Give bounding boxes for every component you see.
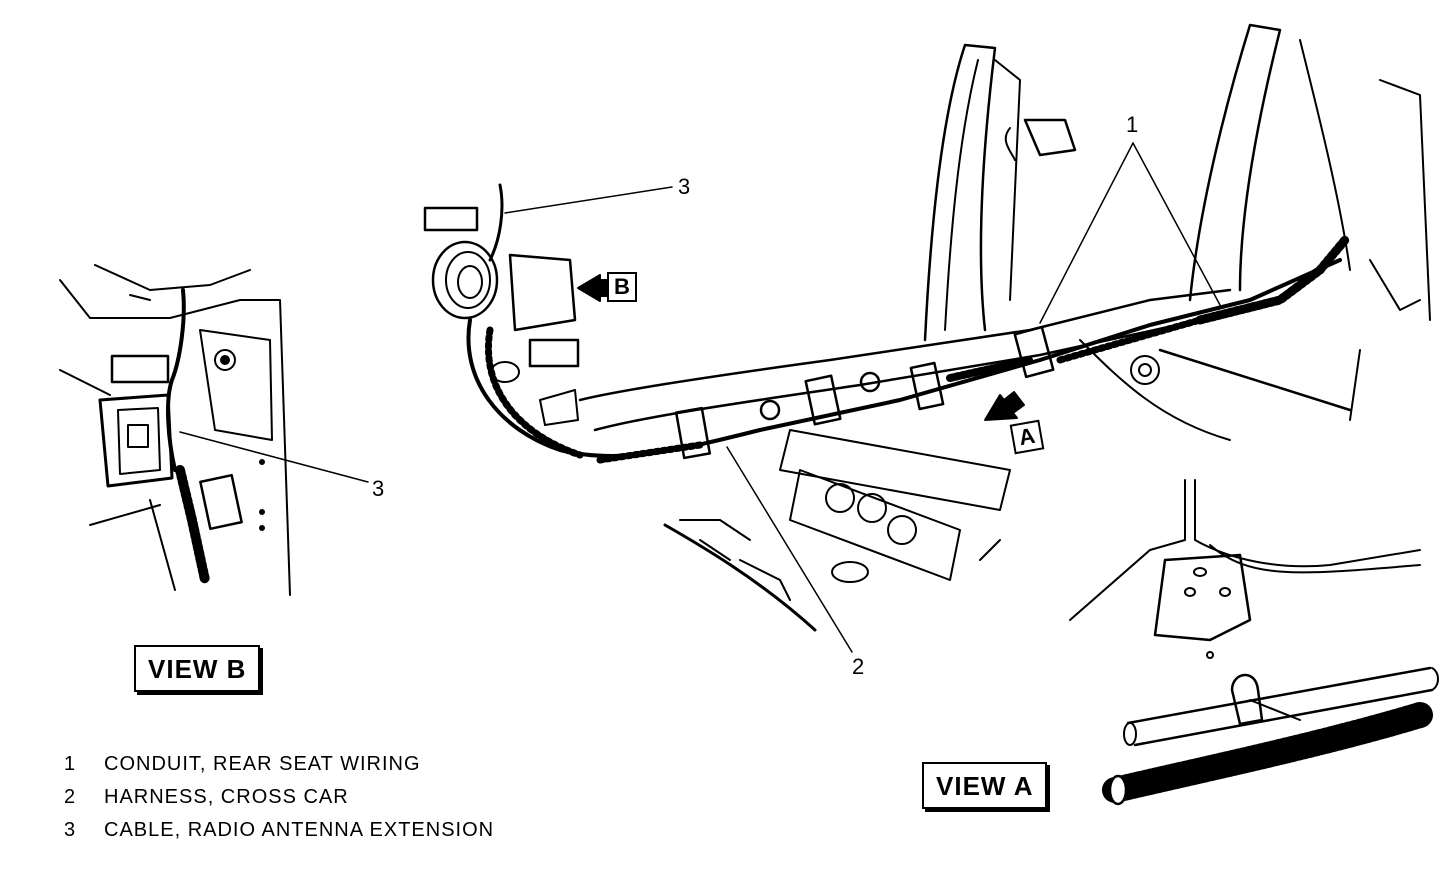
legend-item: 1 CONDUIT, REAR SEAT WIRING [64,748,494,781]
legend-text: CABLE, RADIO ANTENNA EXTENSION [104,819,495,841]
view-b-label: VIEW B [134,645,261,692]
view-a-label: VIEW A [922,762,1048,809]
view-a-illustration [1069,479,1439,806]
parts-legend: 1 CONDUIT, REAR SEAT WIRING 2 HARNESS, C… [64,748,494,847]
view-b-illustration [59,264,369,596]
legend-text: HARNESS, CROSS CAR [104,786,349,808]
callout-3-main: 3 [678,174,691,199]
main-illustration [423,23,1431,653]
legend-item: 3 CABLE, RADIO ANTENNA EXTENSION [64,814,494,847]
legend-number: 3 [64,819,77,841]
legend-number: 2 [64,786,77,808]
callout-1: 1 [1126,112,1139,137]
arrow-tag-a: A [1009,419,1045,455]
arrow-tag-b: B [607,272,637,302]
legend-item: 2 HARNESS, CROSS CAR [64,781,494,814]
legend-number: 1 [64,753,77,775]
callout-3-view-b: 3 [372,476,385,501]
legend-text: CONDUIT, REAR SEAT WIRING [104,753,421,775]
callout-2: 2 [852,654,865,679]
